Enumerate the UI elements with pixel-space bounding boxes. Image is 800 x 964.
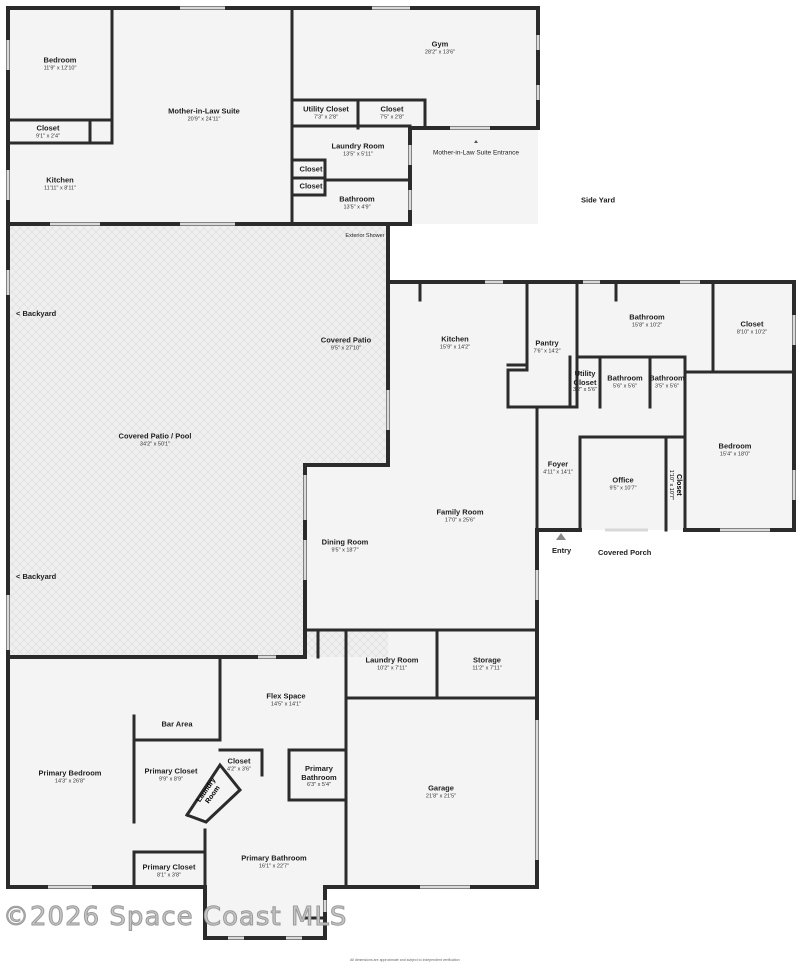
- floor-fill: [8, 8, 794, 938]
- entry-arrow: [556, 533, 566, 540]
- disclaimer-text: All dimensions are approximate and subje…: [350, 958, 460, 962]
- label-covered-porch: Covered Porch: [598, 548, 652, 557]
- room-closet-small-2: Closet: [299, 181, 323, 191]
- mls-watermark: ©2026 Space Coast MLS: [2, 902, 348, 933]
- label-exterior-shower: Exterior Shower: [345, 232, 385, 239]
- room-bar-area: Bar Area: [161, 719, 193, 729]
- label-entry: Entry: [552, 546, 572, 555]
- mil-entrance-marker: [474, 140, 478, 143]
- interior-walls: [6, 6, 796, 920]
- windows: [6, 6, 796, 940]
- label-mil-entrance: Mother-in-Law Suite Entrance: [433, 149, 519, 157]
- label-side-yard: Side Yard: [580, 195, 616, 205]
- patio-notch: [305, 465, 388, 630]
- label-backyard-2: < Backyard: [16, 572, 57, 581]
- label-backyard-1: < Backyard: [16, 309, 57, 318]
- room-closet-small-1: Closet: [299, 164, 323, 174]
